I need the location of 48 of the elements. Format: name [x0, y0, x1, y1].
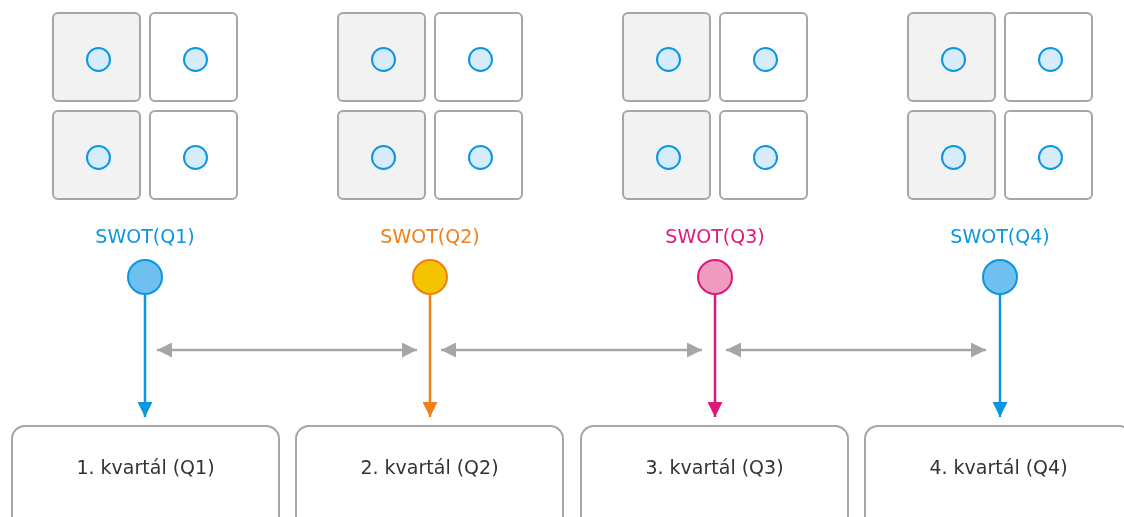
quarter-box [864, 425, 1124, 517]
grid-square [1004, 12, 1093, 102]
quarter-box [11, 425, 280, 517]
quarter-label: 3. kvartál (Q3) [645, 456, 784, 478]
circle-marker [468, 47, 493, 72]
grid-square [719, 12, 808, 102]
circle-marker [183, 47, 208, 72]
swot-label: SWOT(Q2) [379, 224, 481, 249]
circle-marker [1038, 47, 1063, 72]
grid-square [52, 12, 141, 102]
circle-marker [86, 145, 111, 170]
circle-marker [656, 145, 681, 170]
circle-marker [753, 47, 778, 72]
grid-square [1004, 110, 1093, 200]
circle-marker [753, 145, 778, 170]
grid-square [149, 110, 238, 200]
arrow [137, 295, 153, 417]
grid-square [622, 12, 711, 102]
quarter-label: 4. kvartál (Q4) [929, 456, 1068, 478]
swot-label: SWOT(Q4) [949, 224, 1051, 249]
circle-marker [371, 47, 396, 72]
grid-square [149, 12, 238, 102]
circle-marker [183, 145, 208, 170]
quarter-box [295, 425, 564, 517]
grid-square [434, 12, 523, 102]
swot-label: SWOT(Q1) [94, 224, 196, 249]
swot-label: SWOT(Q3) [664, 224, 766, 249]
circle-marker [86, 47, 111, 72]
quarter-box [580, 425, 849, 517]
grid-square [337, 110, 426, 200]
grid-square [622, 110, 711, 200]
circle-marker [941, 145, 966, 170]
arrow [992, 295, 1008, 417]
circle-marker [656, 47, 681, 72]
circle-marker [941, 47, 966, 72]
quarter-label: 2. kvartál (Q2) [360, 456, 499, 478]
grid-square [434, 110, 523, 200]
circle-marker [371, 145, 396, 170]
grid-square [907, 110, 996, 200]
circle-marker [468, 145, 493, 170]
arrow [422, 295, 438, 417]
circle-marker [1038, 145, 1063, 170]
quarter-label: 1. kvartál (Q1) [76, 456, 215, 478]
grid-square [719, 110, 808, 200]
grid-square [337, 12, 426, 102]
arrow [707, 295, 723, 417]
grid-square [907, 12, 996, 102]
grid-square [52, 110, 141, 200]
